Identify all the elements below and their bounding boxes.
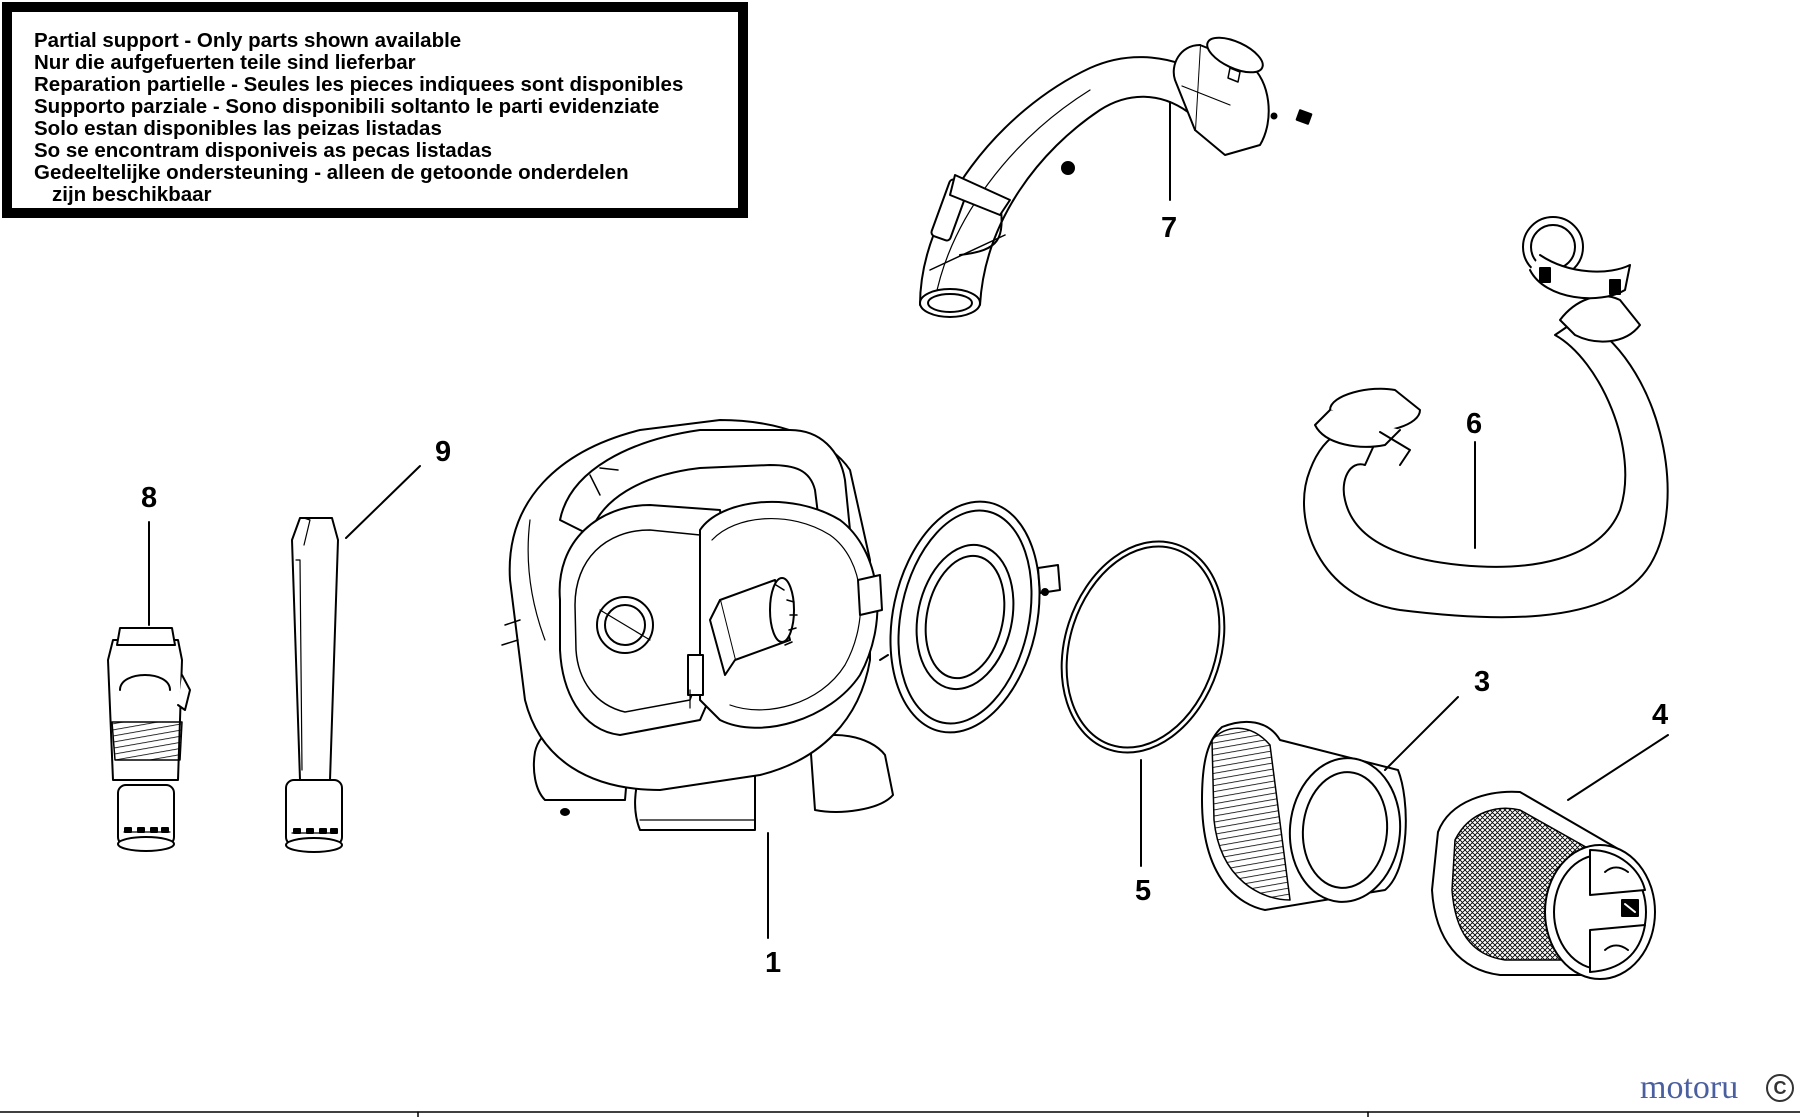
watermark-text-blue: motoru — [1640, 1069, 1739, 1106]
leader-4 — [1567, 734, 1669, 801]
filter-cover — [879, 500, 1061, 734]
notice-line-pt: So se encontram disponiveis as pecas lis… — [34, 139, 493, 162]
callout-part-3[interactable]: 3 — [1474, 666, 1491, 698]
notice-line-de: Nur die aufgefuerten teile sind lieferba… — [34, 51, 416, 74]
part-3-filter — [1201, 720, 1407, 911]
notice-line-fr: Reparation partielle - Seules les pieces… — [34, 73, 684, 96]
motoruf-watermark: motoru — [1640, 1070, 1738, 1106]
callout-part-7[interactable]: 7 — [1161, 212, 1178, 244]
copyright-badge: C — [1766, 1074, 1794, 1102]
notice-line-en: Partial support - Only parts shown avail… — [34, 29, 462, 52]
callout-part-5[interactable]: 5 — [1135, 875, 1152, 907]
notice-line-es: Solo estan disponibles las peizas listad… — [34, 117, 442, 140]
callout-part-6[interactable]: 6 — [1466, 408, 1483, 440]
callout-part-1[interactable]: 1 — [765, 947, 782, 979]
part-1-body — [501, 419, 894, 831]
callout-part-8[interactable]: 8 — [141, 482, 158, 514]
notice-line-nl-cont: zijn beschikbaar — [52, 183, 212, 206]
part-7-wand — [919, 36, 1313, 318]
part-9-crevice — [285, 517, 343, 853]
partial-support-notice: Partial support - Only parts shown avail… — [2, 2, 748, 218]
part-5-gasket — [1060, 540, 1226, 754]
leader-3 — [1384, 696, 1459, 771]
part-6-hose — [1303, 216, 1669, 619]
part-8-brush — [107, 627, 191, 852]
notice-line-nl: Gedeeltelijke ondersteuning - alleen de … — [34, 161, 629, 184]
part-4-cap-filter — [1431, 790, 1656, 980]
callout-part-9[interactable]: 9 — [435, 436, 452, 468]
callout-part-4[interactable]: 4 — [1652, 699, 1669, 731]
leader-9 — [345, 465, 421, 539]
notice-line-it: Supporto parziale - Sono disponibili sol… — [34, 95, 660, 118]
